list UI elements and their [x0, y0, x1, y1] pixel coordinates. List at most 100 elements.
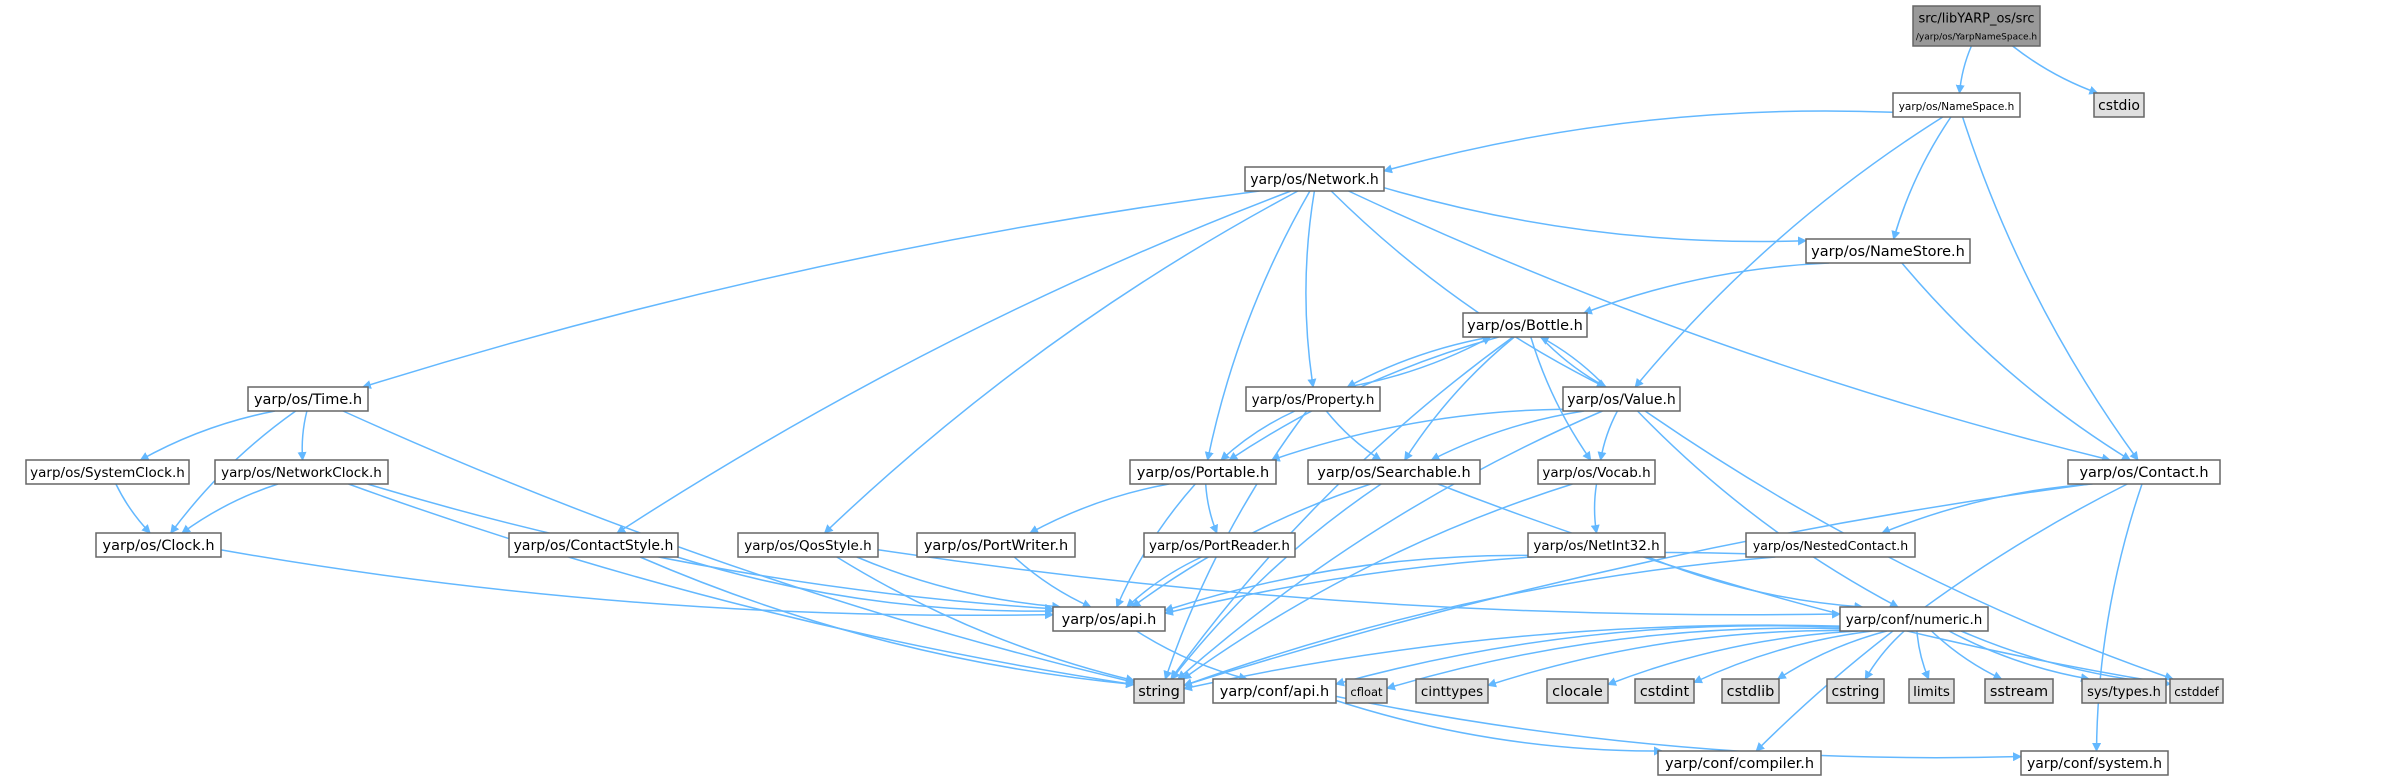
- edge-value-to-searchable: [1430, 410, 1585, 461]
- edge-numeric-to-cstdlib: [1776, 630, 1887, 680]
- node-label: yarp/os/NameSpace.h: [1899, 101, 2015, 113]
- node-box: [1745, 532, 1916, 558]
- node-value[interactable]: yarp/os/Value.h: [1562, 386, 1681, 412]
- node-networkclock[interactable]: yarp/os/NetworkClock.h: [214, 459, 389, 485]
- node-label: src/libYARP_os/src: [1918, 12, 2034, 27]
- node-cstdlib: cstdlib: [1721, 678, 1780, 704]
- node-portable[interactable]: yarp/os/Portable.h: [1129, 459, 1277, 485]
- node-box: [1245, 386, 1381, 412]
- edge-portwriter-to-osapi: [1013, 556, 1092, 608]
- node-label: yarp/conf/api.h: [1220, 684, 1329, 700]
- node-label: cstdint: [1640, 684, 1690, 700]
- edge-numeric-to-cstring: [1864, 630, 1905, 680]
- node-clock[interactable]: yarp/os/Clock.h: [95, 532, 222, 558]
- edge-numeric-to-cinttypes: [1487, 629, 1841, 688]
- edge-numeric-to-confapi: [1335, 624, 1841, 687]
- node-box: [2093, 92, 2145, 118]
- node-box: [1537, 459, 1656, 485]
- edge-osapi-to-confapi: [1136, 630, 1248, 682]
- node-numeric[interactable]: yarp/conf/numeric.h: [1839, 606, 1989, 632]
- edge-networkclock-to-string: [348, 483, 1135, 688]
- node-bottle[interactable]: yarp/os/Bottle.h: [1462, 312, 1588, 338]
- node-cinttypes: cinttypes: [1415, 678, 1489, 704]
- node-namestore[interactable]: yarp/os/NameStore.h: [1805, 238, 1971, 264]
- node-label: cstring: [1832, 684, 1880, 700]
- edge-numeric-to-systypes: [1948, 630, 2090, 683]
- edge-qosstyle-to-osapi: [856, 556, 1062, 611]
- node-confapi[interactable]: yarp/conf/api.h: [1212, 678, 1337, 704]
- edge-value-to-string: [1177, 410, 1603, 680]
- node-contactstyle[interactable]: yarp/os/ContactStyle.h: [508, 532, 679, 558]
- edge-numeric-to-limits: [1916, 630, 1930, 680]
- edge-confapi-to-system: [1335, 695, 2022, 762]
- node-namespace[interactable]: yarp/os/NameSpace.h: [1892, 92, 2021, 118]
- node-box: [95, 532, 222, 558]
- node-label: yarp/os/PortWriter.h: [924, 538, 1068, 554]
- node-box: [737, 532, 879, 558]
- node-searchable[interactable]: yarp/os/Searchable.h: [1307, 459, 1481, 485]
- node-systemclock[interactable]: yarp/os/SystemClock.h: [25, 459, 190, 485]
- node-box: [1133, 678, 1185, 704]
- node-label: cstddef: [2174, 685, 2219, 699]
- node-box: [1892, 92, 2021, 118]
- node-network[interactable]: yarp/os/Network.h: [1244, 166, 1385, 192]
- node-box: [1984, 678, 2054, 704]
- node-property[interactable]: yarp/os/Property.h: [1245, 386, 1381, 412]
- node-label: yarp/os/Contact.h: [2079, 465, 2208, 481]
- node-label: string: [1138, 684, 1180, 700]
- node-label: limits: [1913, 684, 1950, 700]
- node-compiler[interactable]: yarp/conf/compiler.h: [1657, 750, 1822, 776]
- node-clocale: clocale: [1546, 678, 1609, 704]
- node-portreader[interactable]: yarp/os/PortReader.h: [1143, 532, 1296, 558]
- node-root[interactable]: src/libYARP_os/src/yarp/os/YarpNameSpace…: [1912, 5, 2041, 47]
- edge-numeric-to-sstream: [1930, 630, 2003, 680]
- node-label: sys/types.h: [2087, 685, 2161, 700]
- edge-network-to-contactstyle: [616, 190, 1292, 534]
- node-osapi[interactable]: yarp/os/api.h: [1052, 606, 1166, 632]
- node-box: [916, 532, 1076, 558]
- edge-netint32-to-numeric: [1647, 556, 1864, 611]
- edge-network-to-contact: [1348, 190, 2111, 463]
- edge-time-to-networkclock: [297, 410, 308, 461]
- edge-confapi-to-compiler: [1335, 699, 1663, 756]
- node-label: cfloat: [1350, 685, 1383, 699]
- edge-property-to-bottle: [1347, 336, 1492, 388]
- node-label: yarp/os/Value.h: [1567, 392, 1676, 408]
- edge-bottle-to-vocab: [1530, 336, 1592, 461]
- node-label: sstream: [1990, 684, 2048, 700]
- node-label: yarp/os/NestedContact.h: [1753, 538, 1908, 553]
- node-netint32[interactable]: yarp/os/NetInt32.h: [1527, 532, 1666, 558]
- node-box: [214, 459, 389, 485]
- edge-networkclock-to-clock: [181, 483, 279, 534]
- node-box: [1527, 532, 1666, 558]
- node-sstream: sstream: [1984, 678, 2054, 704]
- nodes-layer: src/libYARP_os/src/yarp/os/YarpNameSpace…: [25, 5, 2224, 776]
- node-qosstyle[interactable]: yarp/os/QosStyle.h: [737, 532, 879, 558]
- edge-qosstyle-to-numeric: [877, 548, 1841, 619]
- edge-value-to-cstddef: [1644, 410, 2174, 681]
- edge-namespace-to-network: [1383, 110, 1894, 174]
- edge-qosstyle-to-string: [836, 556, 1135, 684]
- node-cstdint: cstdint: [1634, 678, 1695, 704]
- node-portwriter[interactable]: yarp/os/PortWriter.h: [916, 532, 1076, 558]
- node-nestedcontact[interactable]: yarp/os/NestedContact.h: [1745, 532, 1916, 558]
- edge-network-to-qosstyle: [823, 190, 1299, 534]
- node-vocab[interactable]: yarp/os/Vocab.h: [1537, 459, 1656, 485]
- edge-bottle-to-searchable: [1404, 336, 1515, 461]
- edge-namestore-to-contact: [1901, 262, 2131, 461]
- node-systypes: sys/types.h: [2081, 678, 2167, 704]
- edge-property-to-searchable: [1325, 410, 1382, 461]
- node-box: [1908, 678, 1955, 704]
- node-time[interactable]: yarp/os/Time.h: [247, 386, 369, 412]
- node-system[interactable]: yarp/conf/system.h: [2020, 750, 2169, 776]
- node-contact[interactable]: yarp/os/Contact.h: [2067, 459, 2221, 485]
- node-label: yarp/conf/compiler.h: [1665, 756, 1814, 772]
- edge-value-to-portable: [1270, 408, 1564, 462]
- node-label: yarp/os/Searchable.h: [1317, 465, 1470, 481]
- node-label: cstdlib: [1727, 684, 1775, 700]
- node-label: yarp/conf/numeric.h: [1846, 612, 1983, 628]
- node-box: [2020, 750, 2169, 776]
- edge-contact-to-compiler: [1755, 483, 2128, 752]
- edge-network-to-namestore: [1383, 186, 1807, 246]
- edge-network-to-value: [1330, 190, 1606, 388]
